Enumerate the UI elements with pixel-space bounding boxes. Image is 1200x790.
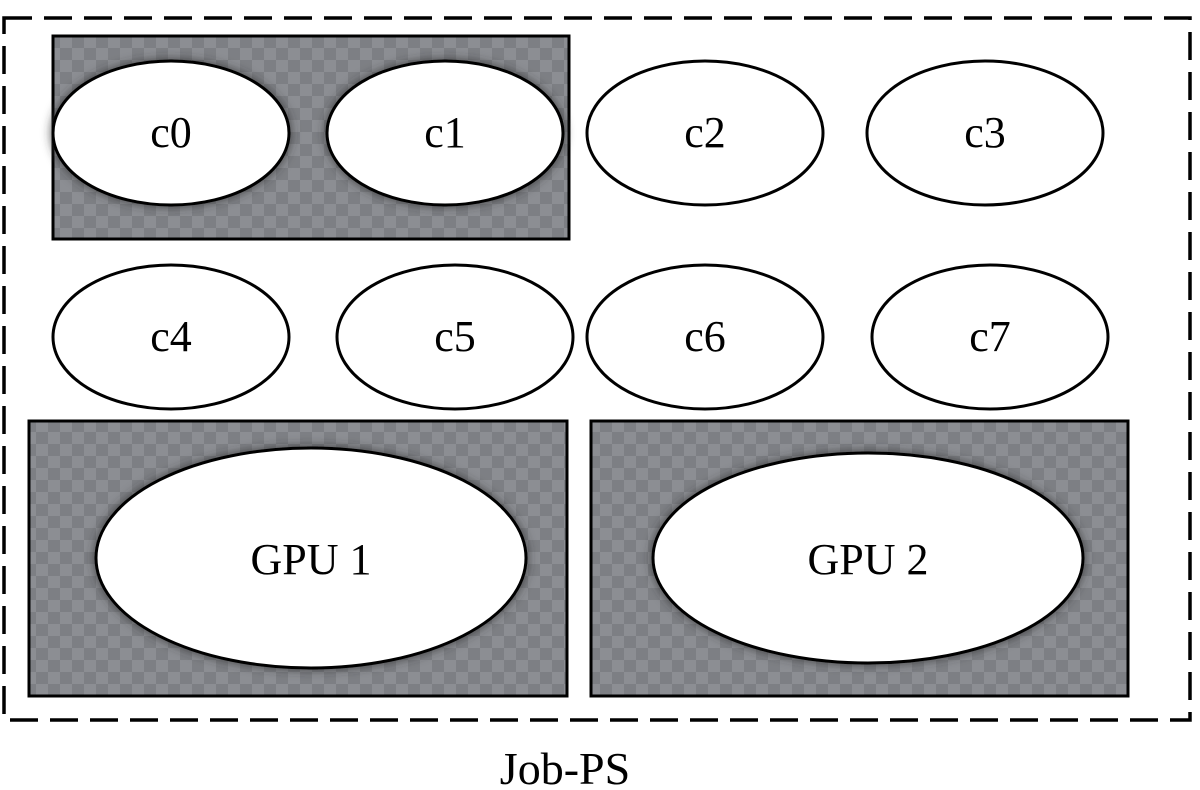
diagram-caption: Job-PS xyxy=(500,743,630,790)
core-node-shape xyxy=(335,263,575,411)
core-node-label: c3 xyxy=(964,108,1006,157)
core-node-c4: c4 xyxy=(51,263,291,411)
gpu-node-1: GPU 1 xyxy=(94,446,528,670)
core-node-shape xyxy=(585,263,825,411)
core-node-c1: c1 xyxy=(325,59,565,207)
core-node-label: c1 xyxy=(424,108,466,157)
core-node-c5: c5 xyxy=(335,263,575,411)
job-boundary xyxy=(2,16,1192,722)
gpu-node-shape xyxy=(94,446,528,670)
core-node-c2: c2 xyxy=(585,59,825,207)
core-node-shape xyxy=(51,59,291,207)
core-node-c6: c6 xyxy=(585,263,825,411)
gpu-node-2: GPU 2 xyxy=(651,451,1085,665)
core-node-label: c4 xyxy=(150,312,192,361)
gpu-node-shape xyxy=(651,451,1085,665)
core-node-label: c5 xyxy=(434,312,476,361)
gpu-node-label: GPU 1 xyxy=(250,535,371,584)
core-node-label: c6 xyxy=(684,312,726,361)
core-node-shape xyxy=(865,59,1105,207)
core-node-shape xyxy=(325,59,565,207)
core-node-label: c7 xyxy=(969,312,1011,361)
core-node-shape xyxy=(51,263,291,411)
core-node-label: c2 xyxy=(684,108,726,157)
core-node-label: c0 xyxy=(150,108,192,157)
core-node-c0: c0 xyxy=(51,59,291,207)
core-node-c7: c7 xyxy=(870,263,1110,411)
core-node-shape xyxy=(585,59,825,207)
core-node-c3: c3 xyxy=(865,59,1105,207)
core-node-shape xyxy=(870,263,1110,411)
gpu-node-label: GPU 2 xyxy=(807,535,928,584)
